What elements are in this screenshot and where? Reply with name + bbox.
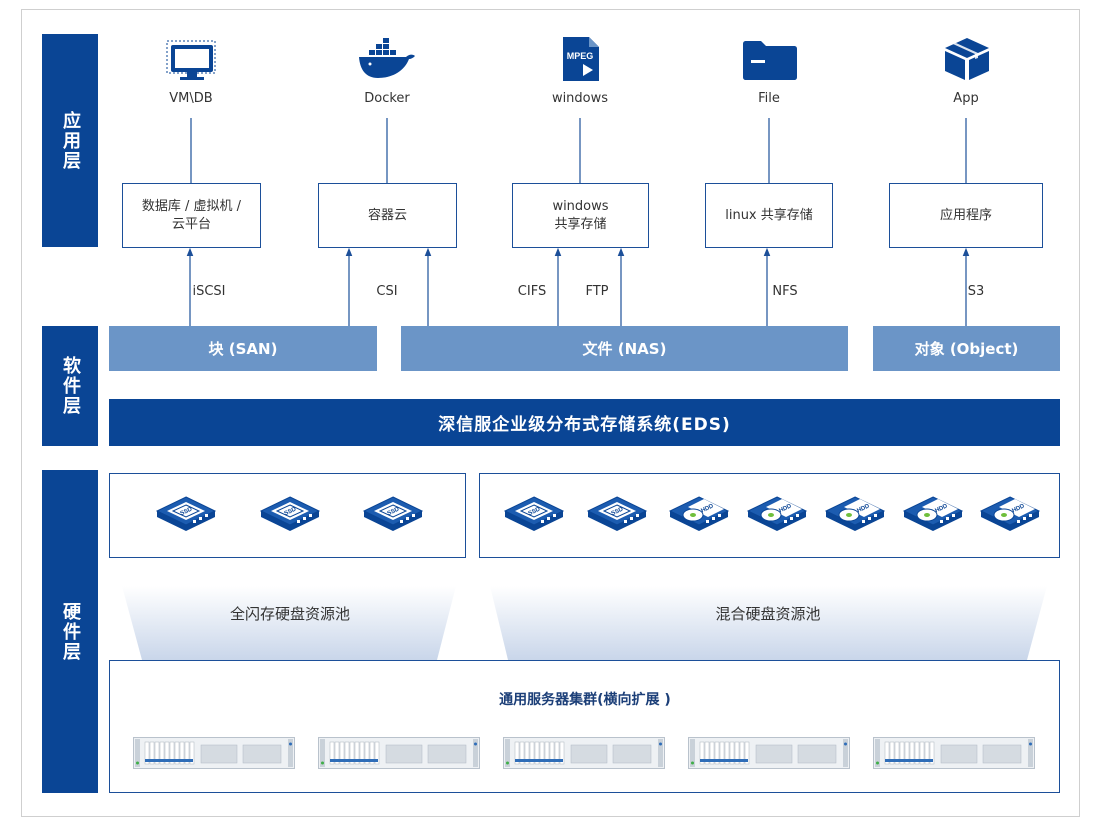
hybrid-pool-funnel [490,586,1047,660]
service-box-container-cloud: 容器云 [318,183,457,248]
eds-system-bar: 深信服企业级分布式存储系统(EDS) [109,399,1060,446]
service-box-linux-share: linux 共享存储 [705,183,833,248]
hdd-label: HDD [856,503,871,514]
box-icon [945,38,989,80]
ssd-label: SSD [387,506,401,517]
all-flash-pool-label: 全闪存硬盘资源池 [229,605,350,623]
hdd-label: HDD [778,503,793,514]
all-flash-pool-funnel [122,586,456,660]
service-label-line: 云平台 [171,216,211,232]
rack-server-icon [503,737,665,769]
service-box-application: 应用程序 [889,183,1043,248]
layer-label-hardware: 硬件层 [60,601,81,662]
app-label-file: File [758,91,780,106]
hdd-label: HDD [934,503,949,514]
protocol-label-nfs: NFS [772,284,798,299]
service-box-windows-share: windows 共享存储 [512,183,649,248]
service-box-database-vm-cloud: 数据库 / 虚拟机 / 云平台 [122,183,261,248]
rack-server-icon [688,737,850,769]
protocol-label-csi: CSI [376,284,398,299]
hdd-label: HDD [1011,503,1026,514]
service-label-line: 应用程序 [939,207,992,223]
hdd-disk-icon: HDD [668,496,730,531]
server-cluster-title: 通用服务器集群(横向扩展 ) [499,692,671,708]
app-label-docker: Docker [364,91,410,106]
rack-server-icon [133,737,295,769]
ssd-disk-icon: SSD [259,496,321,531]
protocol-label-ftp: FTP [585,284,609,299]
hdd-disk-icon: HDD [824,496,886,531]
layer-label-software: 软件层 [60,356,81,416]
service-label-line: 容器云 [367,207,407,223]
layer-band-hardware: 硬件层 [42,470,98,793]
storage-object: 对象 (Object) [873,326,1060,371]
protocol-label-s3: S3 [967,284,985,299]
protocol-label-cifs: CIFS [517,284,547,299]
ssd-label: SSD [611,506,625,517]
ssd-disk-icon: SSD [503,496,565,531]
service-label-line: 共享存储 [554,216,607,232]
service-label-line: linux 共享存储 [725,207,813,223]
folder-icon [743,41,797,80]
storage-file-nas: 文件 (NAS) [401,326,848,371]
layer-band-software: 软件层 [42,326,98,446]
hdd-disk-icon: HDD [979,496,1041,531]
service-label-line: 数据库 / 虚拟机 / [141,198,242,214]
monitor-icon [166,40,216,80]
hdd-disk-icon: HDD [902,496,964,531]
app-label-vmdb: VM\DB [169,91,213,106]
ssd-disk-icon: SSD [362,496,424,531]
ssd-disk-icon: SSD [155,496,217,531]
storage-object-label: 对象 (Object) [914,340,1019,358]
hdd-disk-icon: HDD [746,496,808,531]
ssd-label: SSD [180,506,194,517]
service-label-line: windows [552,198,609,214]
storage-block-label: 块 (SAN) [208,340,278,358]
ssd-label: SSD [528,506,542,517]
ssd-disk-icon: SSD [586,496,648,531]
hdd-label: HDD [700,503,715,514]
eds-title: 深信服企业级分布式存储系统(EDS) [438,415,731,435]
layer-label-app: 应用层 [60,110,81,171]
layer-band-app: 应用层 [42,34,98,247]
docker-whale-icon [359,38,415,78]
mpeg-file-icon: MPEG [563,37,599,81]
app-label-app: App [953,91,979,106]
outer-frame [21,9,1080,817]
storage-file-label: 文件 (NAS) [582,340,667,358]
storage-block-san: 块 (SAN) [109,326,377,371]
hybrid-pool-label: 混合硬盘资源池 [715,605,821,623]
app-label-windows: windows [551,91,609,106]
rack-server-icon [318,737,480,769]
protocol-label-iscsi: iSCSI [192,284,226,299]
server-cluster-box [109,660,1060,793]
svg-text:MPEG: MPEG [567,51,594,61]
rack-server-icon [873,737,1035,769]
ssd-label: SSD [284,506,298,517]
